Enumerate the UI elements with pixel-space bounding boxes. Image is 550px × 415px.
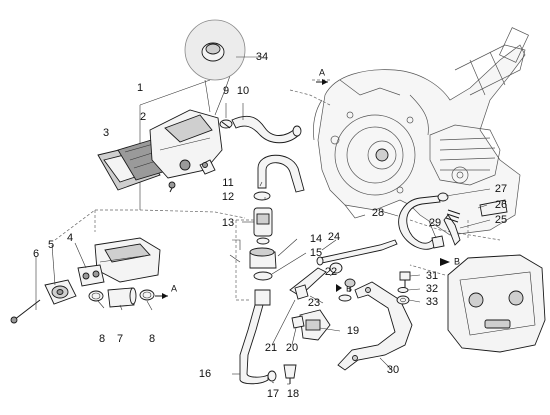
- mounting-bracket-part: [337, 281, 413, 371]
- callout-27: 27: [495, 183, 507, 195]
- callout-30: 30: [387, 364, 399, 376]
- connector-part: [431, 235, 445, 249]
- cap-part: [249, 247, 277, 269]
- arrow-label: A: [319, 67, 325, 77]
- callout-17: 17: [267, 388, 279, 400]
- engine-block-drawing: [313, 27, 529, 236]
- ring-part: [329, 262, 343, 274]
- intake-manifold-part: [94, 237, 161, 283]
- group-bracket-dashed: [95, 209, 246, 219]
- callout-2: 2: [140, 111, 146, 123]
- arrow-marker-a-left: A: [155, 283, 177, 299]
- washer-part: [397, 287, 409, 293]
- screw-part: [168, 181, 176, 193]
- callout-15: 15: [310, 247, 322, 259]
- hose-clamp-part: [267, 370, 277, 382]
- callout-12: 12: [222, 191, 234, 203]
- callout-33: 33: [426, 296, 438, 308]
- callout-32: 32: [426, 283, 438, 295]
- callout-5: 5: [48, 239, 54, 251]
- arrow-label: A: [171, 283, 177, 293]
- clamp-part: [253, 191, 271, 201]
- breather-hose-part: [231, 115, 302, 144]
- sensor-part: [299, 309, 331, 341]
- callout-25: 25: [495, 214, 507, 226]
- fitting-part: [283, 364, 297, 384]
- callout-24: 24: [328, 231, 340, 243]
- callout-19: 19: [347, 325, 359, 337]
- callout-3: 3: [103, 127, 109, 139]
- callout-14: 14: [310, 233, 322, 245]
- group-bracket-line: [139, 79, 211, 106]
- washer-part: [338, 294, 352, 302]
- grommet-part: [396, 295, 410, 305]
- callout-26: 26: [495, 199, 507, 211]
- detail-inset-circle: [184, 19, 246, 113]
- leader-line: [214, 69, 233, 116]
- callout-6: 6: [33, 248, 39, 260]
- callout-21: 21: [265, 342, 277, 354]
- callout-28: 28: [372, 207, 384, 219]
- callout-20: 20: [286, 342, 298, 354]
- connector-part: [294, 284, 309, 300]
- callout-4: 4: [67, 232, 73, 244]
- arrow-label: B: [346, 283, 352, 293]
- fitting-part: [291, 315, 305, 329]
- hose-part: [289, 267, 327, 297]
- arrow-marker-a-top: A: [316, 67, 328, 85]
- hose-clamp-part: [437, 192, 449, 202]
- callout-8b: 8: [149, 333, 155, 345]
- callout-18: 18: [287, 388, 299, 400]
- callout-10: 10: [237, 85, 249, 97]
- hose-part: [443, 214, 461, 246]
- arrow-label: B: [454, 256, 460, 266]
- connector-part: [254, 289, 271, 306]
- callout-1: 1: [137, 82, 143, 94]
- callout-11: 11: [222, 177, 233, 189]
- hose-clamp-part: [219, 119, 233, 129]
- rubber-sleeve-part: [107, 287, 137, 308]
- carburetor-connector-part: [44, 279, 77, 305]
- callout-29: 29: [429, 217, 441, 229]
- bolt-part: [344, 278, 356, 292]
- u-pipe-part: [257, 154, 305, 193]
- long-hose-part: [239, 304, 269, 385]
- callout-16: 16: [199, 368, 211, 380]
- callout-31: 31: [426, 270, 438, 282]
- callout-7: 7: [117, 333, 123, 345]
- fitting-part: [479, 199, 508, 217]
- bolt-part: [399, 271, 411, 288]
- callout-13: 13: [222, 217, 234, 229]
- arrow-marker-b-upper: B: [440, 256, 460, 266]
- ring-part: [253, 271, 273, 281]
- callout-23: 23: [308, 297, 320, 309]
- arrow-marker-b-lower: B: [336, 283, 352, 293]
- air-filter-housing: [149, 109, 223, 179]
- engine-hose-part: [398, 195, 441, 250]
- valve-part: [253, 207, 273, 245]
- heat-shield-part: [447, 254, 546, 353]
- callout-34: 34: [256, 51, 268, 63]
- callout-8: 8: [99, 333, 105, 345]
- callout-22: 22: [325, 266, 337, 278]
- pipe-part: [316, 239, 398, 266]
- clamp-part: [139, 289, 155, 301]
- spring-clamp-part: [445, 209, 461, 223]
- clamp-part: [88, 290, 104, 302]
- callout-9: 9: [223, 85, 229, 97]
- bolt-part: [10, 299, 41, 324]
- gasket-part: [77, 264, 105, 287]
- screw-part: [202, 162, 208, 168]
